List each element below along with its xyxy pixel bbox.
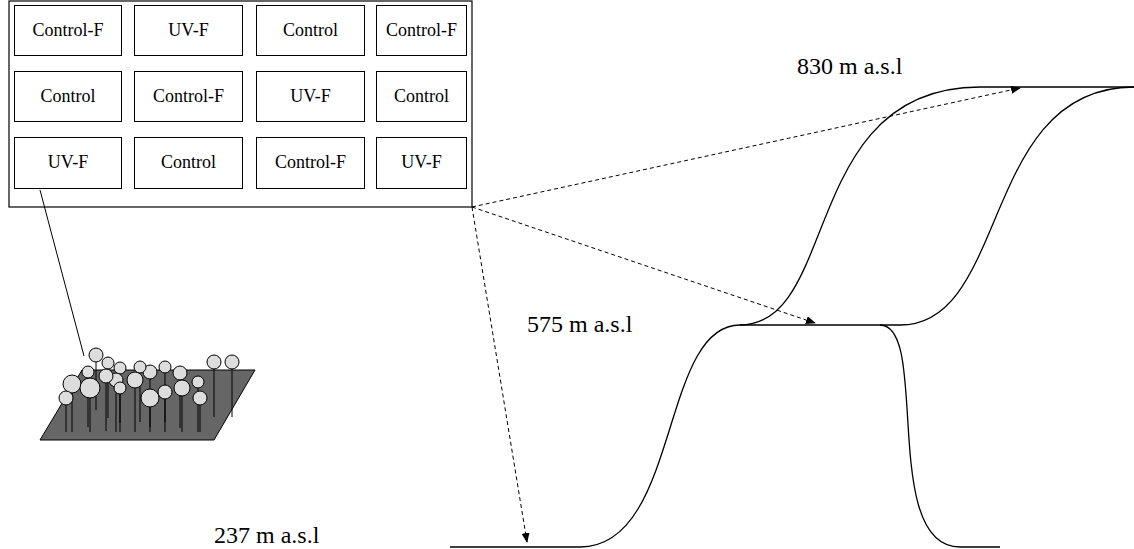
treatment-label: UV-F <box>48 153 88 173</box>
plot-box: Control-F <box>376 5 467 56</box>
treatment-label: Control-F <box>386 21 457 41</box>
plot-ground <box>40 370 255 440</box>
plot-box: UV-F <box>14 137 122 189</box>
plot-box: Control-F <box>14 5 122 56</box>
plot-box: Control-F <box>134 71 243 122</box>
terrain <box>450 87 1134 547</box>
treatment-label: Control <box>40 87 95 107</box>
elevation-label: 830 m a.s.l <box>795 54 904 78</box>
treatment-label: UV-F <box>168 21 208 41</box>
elevation-label: 575 m a.s.l <box>525 312 634 336</box>
treatment-label: Control <box>161 153 216 173</box>
treatment-label: UV-F <box>290 87 330 107</box>
treatment-label: UV-F <box>401 153 441 173</box>
plot-box: UV-F <box>376 137 467 189</box>
plot-box: Control <box>134 137 243 189</box>
treatment-label: Control <box>394 87 449 107</box>
treatment-label: Control <box>283 21 338 41</box>
plot-box: Control <box>14 71 122 122</box>
plot-box: UV-F <box>256 71 365 122</box>
pointer-arrows <box>472 88 1020 542</box>
elevation-label: 237 m a.s.l <box>212 523 321 547</box>
treatment-label: Control-F <box>153 87 224 107</box>
treatment-label: Control-F <box>32 21 103 41</box>
treatment-label: Control-F <box>275 153 346 173</box>
plot-box: UV-F <box>134 5 243 56</box>
leader-line <box>40 190 84 356</box>
plot-frame <box>9 1 472 207</box>
plot-box: Control-F <box>256 137 365 189</box>
plot-box: Control <box>376 71 467 122</box>
plot-box: Control <box>256 5 365 56</box>
plants <box>59 348 239 432</box>
